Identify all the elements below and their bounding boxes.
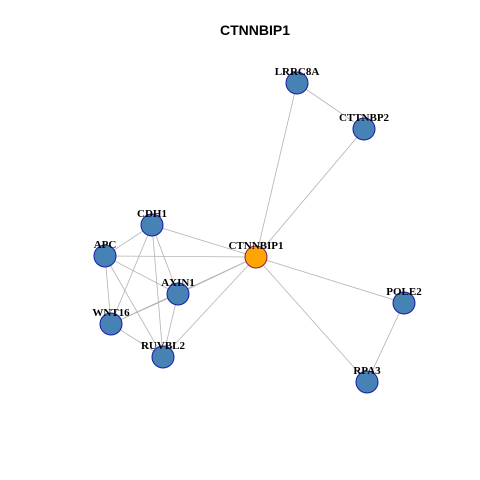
node-apc[interactable]: APC [93,239,117,268]
edge-cttnbp2-ctnnbip1 [255,128,365,258]
edge-ctnnbip1-ruvbl2 [162,256,257,358]
edge-cdh1-wnt16 [110,224,153,325]
node-cdh1[interactable]: CDH1 [137,208,167,237]
node-label: APC [94,239,117,251]
edge-ctnnbip1-apc [104,255,257,258]
node-circle[interactable] [285,71,309,95]
node-circle[interactable] [166,282,190,306]
edge-apc-axin1 [104,255,179,295]
node-ruvbl2[interactable]: RUVBL2 [141,340,186,369]
edge-apc-ruvbl2 [104,255,164,358]
edge-ctnnbip1-pole2 [255,256,405,304]
node-circle[interactable] [140,213,164,237]
edge-ctnnbip1-cdh1 [151,224,257,258]
edge-axin1-wnt16 [110,293,179,325]
edge-pole2-rpa3 [366,302,405,383]
node-circle[interactable] [392,291,416,315]
edge-cdh1-ruvbl2 [151,224,164,358]
node-circle[interactable] [355,370,379,394]
edge-lrrc8a-ctnnbip1 [255,82,298,258]
node-axin1[interactable]: AXIN1 [161,277,195,306]
node-circle[interactable] [151,345,175,369]
node-pole2[interactable]: POLE2 [386,286,422,315]
node-circle[interactable] [352,117,376,141]
node-label: POLE2 [386,286,422,298]
node-label: RPA3 [353,365,381,377]
node-label: RUVBL2 [141,340,186,352]
node-label: CTNNBIP1 [228,240,283,252]
node-label: AXIN1 [161,277,195,289]
node-cttnbp2[interactable]: CTTNBP2 [339,112,390,141]
node-circle[interactable] [93,244,117,268]
node-circle[interactable] [99,312,123,336]
edge-ctnnbip1-rpa3 [255,256,368,383]
edge-lrrc8a-cttnbp2 [296,82,365,130]
node-rpa3[interactable]: RPA3 [353,365,381,394]
edge-cdh1-axin1 [151,224,179,295]
node-lrrc8a[interactable]: LRRC8A [275,66,320,95]
node-label: CTTNBP2 [339,112,390,124]
node-label: CDH1 [137,208,167,220]
node-wnt16[interactable]: WNT16 [92,307,130,336]
node-label: LRRC8A [275,66,320,78]
node-ctnnbip1[interactable]: CTNNBIP1 [228,240,284,269]
node-label: WNT16 [92,307,130,319]
node-circle[interactable] [244,245,268,269]
diagram-title: CTNNBIP1 [220,22,290,38]
